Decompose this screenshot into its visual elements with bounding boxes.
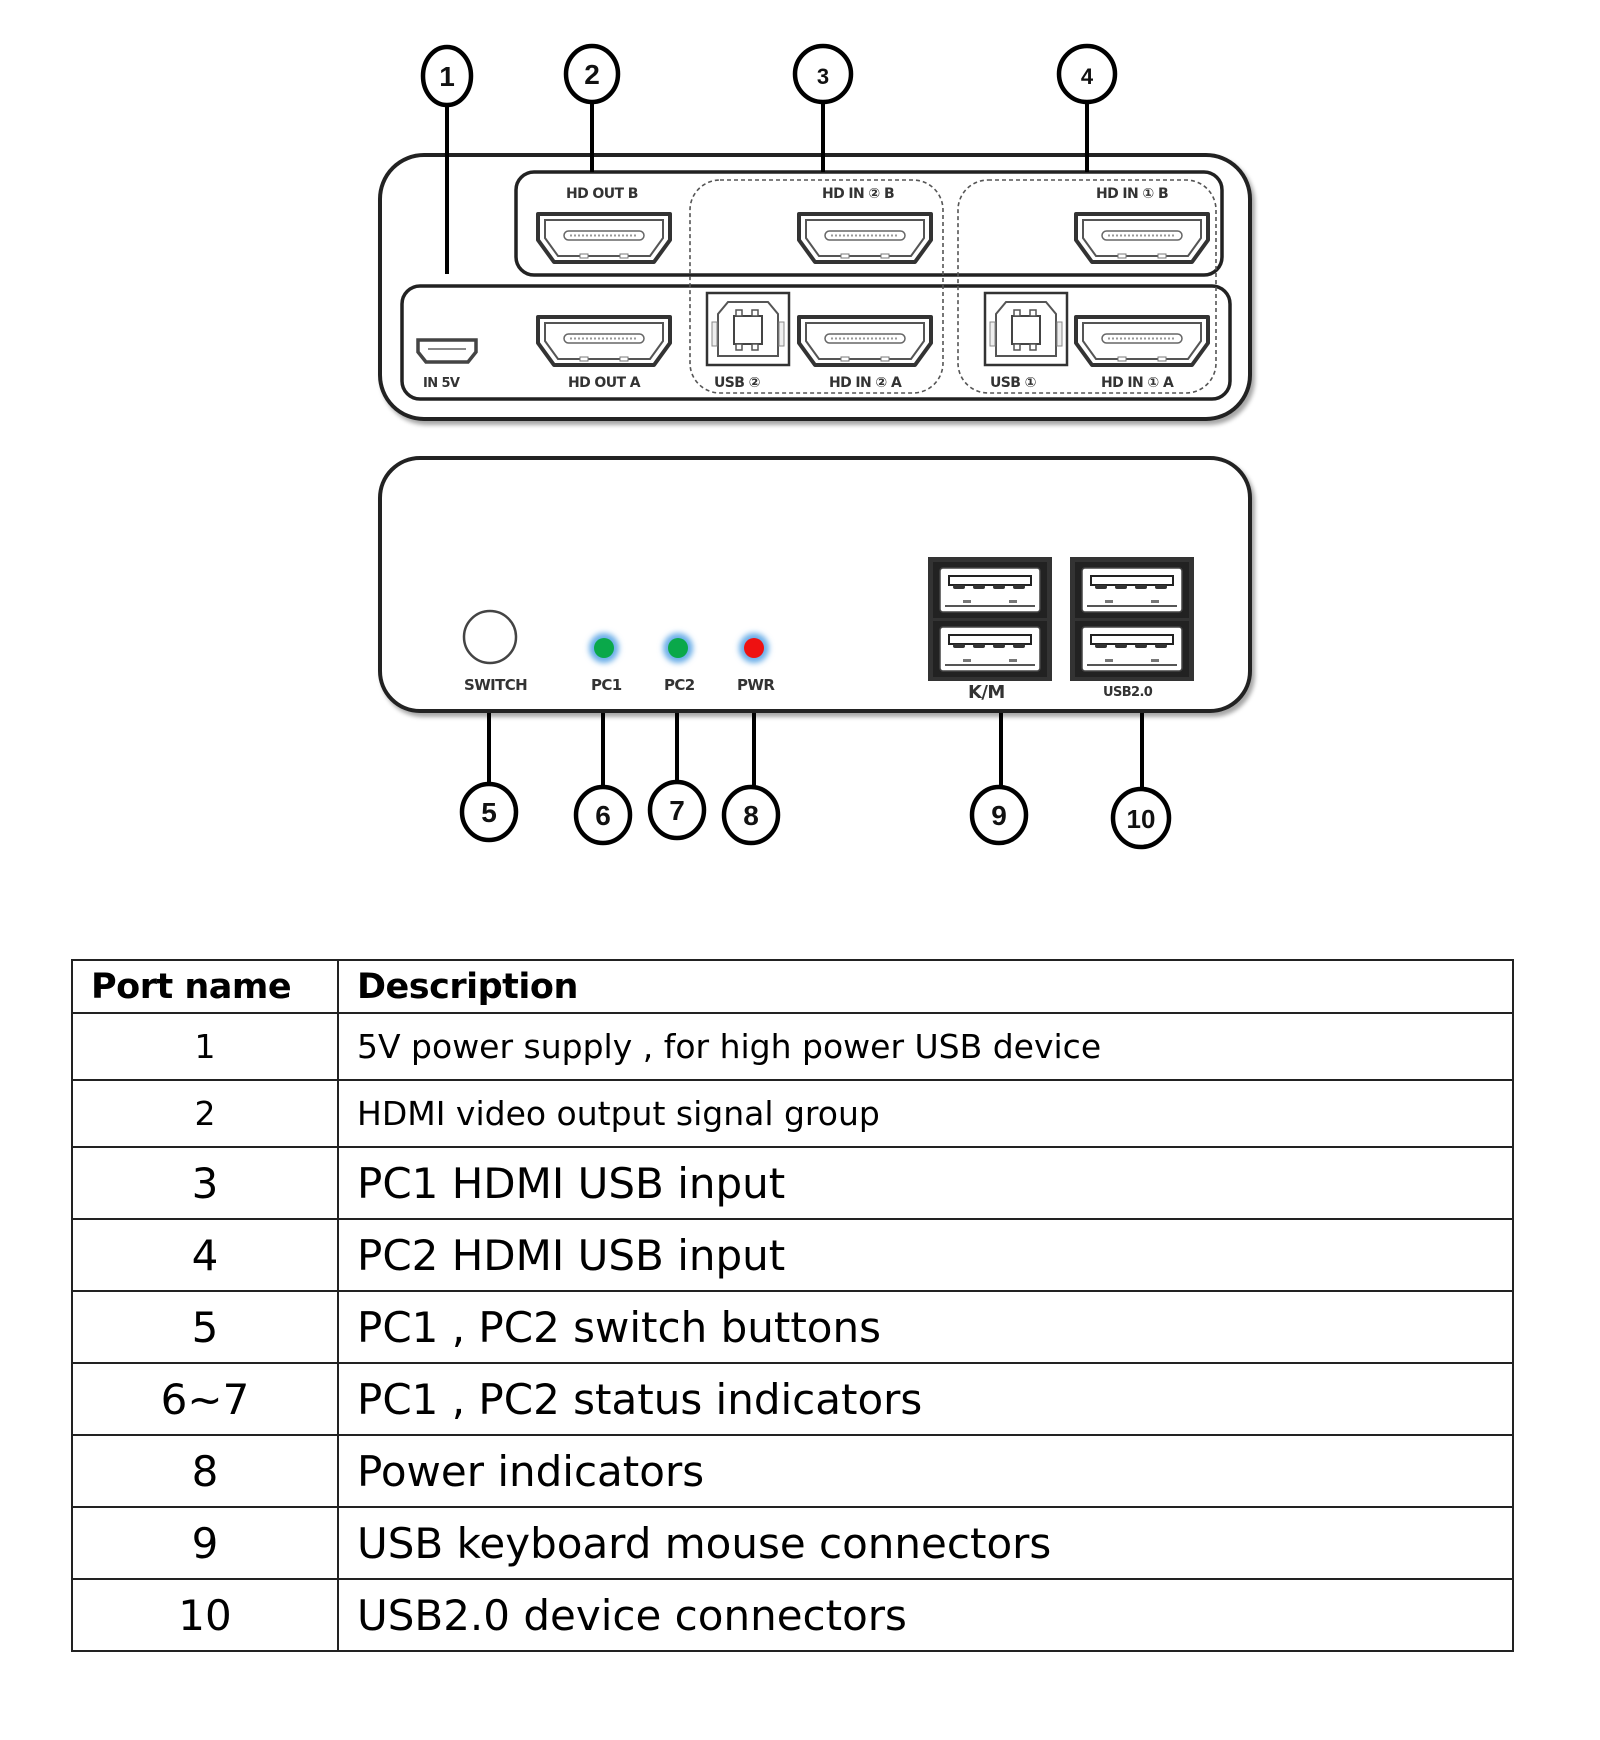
hdmi-out-b-port [536, 212, 672, 264]
usb-b-2-port [705, 291, 791, 367]
hdmi-in-1-a-port [1074, 315, 1210, 367]
header-description: Description [337, 959, 1514, 1014]
label-km: K/M [968, 682, 1005, 703]
micro-usb-power-port [416, 338, 478, 364]
port-number-cell: 6~7 [71, 1362, 339, 1436]
hdmi-in-2-b-port [797, 212, 933, 264]
front-panel: SWITCH PC1 PC2 PWR K/M USB [378, 456, 1252, 713]
callout-number: 4 [1081, 64, 1094, 89]
km-usb-ports [928, 557, 1052, 681]
callout-markers: 1 2 3 4 5 6 7 8 9 10 [420, 43, 1172, 850]
callout-number: 6 [595, 800, 611, 831]
callout-1: 1 [420, 44, 474, 108]
label-hd-out-a: HD OUT A [568, 375, 641, 391]
hdmi-in-1-b-port [1074, 212, 1210, 264]
callout-leaders [445, 100, 1144, 789]
port-number-cell: 4 [71, 1218, 339, 1292]
usb20-ports [1070, 557, 1194, 681]
callout-9: 9 [969, 784, 1029, 846]
usb-b-1-port [983, 291, 1069, 367]
port-number-cell: 10 [71, 1578, 339, 1652]
switch-button [462, 609, 518, 665]
callout-number: 10 [1127, 804, 1156, 834]
label-usb-2: USB ② [714, 375, 760, 391]
port-description-cell: HDMI video output signal group [337, 1079, 1514, 1148]
port-number-cell: 1 [71, 1012, 339, 1081]
header-port-name: Port name [71, 959, 339, 1014]
port-number-cell: 3 [71, 1146, 339, 1220]
led-pc2 [663, 633, 693, 663]
callout-number: 7 [669, 795, 685, 826]
hdmi-in-2-a-port [797, 315, 933, 367]
pc1-port-group-outline [957, 179, 1217, 394]
callout-6: 6 [573, 784, 633, 846]
callout-4: 4 [1056, 43, 1118, 105]
label-switch: SWITCH [464, 676, 527, 694]
callout-number: 1 [439, 61, 455, 92]
pc2-port-group-outline [689, 179, 944, 394]
label-pwr: PWR [737, 676, 775, 694]
label-hd-in-2-b: HD IN ② B [822, 186, 894, 202]
port-description-cell: 5V power supply , for high power USB dev… [337, 1012, 1514, 1081]
port-number-cell: 5 [71, 1290, 339, 1364]
label-usb20: USB2.0 [1103, 685, 1153, 700]
port-number-cell: 9 [71, 1506, 339, 1580]
port-description-cell: PC2 HDMI USB input [337, 1218, 1514, 1292]
label-hd-in-2-a: HD IN ② A [829, 375, 902, 391]
callout-5: 5 [459, 781, 519, 843]
port-description-cell: Power indicators [337, 1434, 1514, 1508]
port-number-cell: 2 [71, 1079, 339, 1148]
label-usb-1: USB ① [990, 375, 1036, 391]
port-description-cell: PC1 , PC2 switch buttons [337, 1290, 1514, 1364]
callout-8: 8 [721, 784, 781, 846]
label-pc2: PC2 [664, 676, 695, 694]
port-description-cell: USB keyboard mouse connectors [337, 1506, 1514, 1580]
led-pc1 [589, 633, 619, 663]
callout-7: 7 [647, 779, 707, 841]
label-hd-in-1-b: HD IN ① B [1096, 186, 1168, 202]
hdmi-out-a-port [536, 315, 672, 367]
label-in-5v: IN 5V [423, 376, 460, 391]
callout-number: 3 [817, 64, 829, 89]
port-description-cell: USB2.0 device connectors [337, 1578, 1514, 1652]
table-header-row: Port name Description [71, 959, 1514, 1014]
port-description-cell: PC1 HDMI USB input [337, 1146, 1514, 1220]
callout-10: 10 [1110, 786, 1172, 850]
port-description-cell: PC1 , PC2 status indicators [337, 1362, 1514, 1436]
label-hd-in-1-a: HD IN ① A [1101, 375, 1174, 391]
label-pc1: PC1 [591, 676, 622, 694]
callout-number: 2 [584, 59, 600, 90]
led-pwr [739, 633, 769, 663]
port-number-cell: 8 [71, 1434, 339, 1508]
rear-panel: IN 5V HD OUT B HD OUT A HD IN ② B USB ② … [378, 153, 1252, 421]
callout-2: 2 [563, 43, 621, 105]
callout-number: 9 [991, 800, 1007, 831]
callout-number: 5 [481, 797, 497, 828]
label-hd-out-b: HD OUT B [566, 186, 638, 202]
callout-3: 3 [792, 43, 854, 105]
callout-number: 8 [743, 800, 759, 831]
kvm-switch-diagram: IN 5V HD OUT B HD OUT A HD IN ② B USB ② … [378, 43, 1252, 850]
